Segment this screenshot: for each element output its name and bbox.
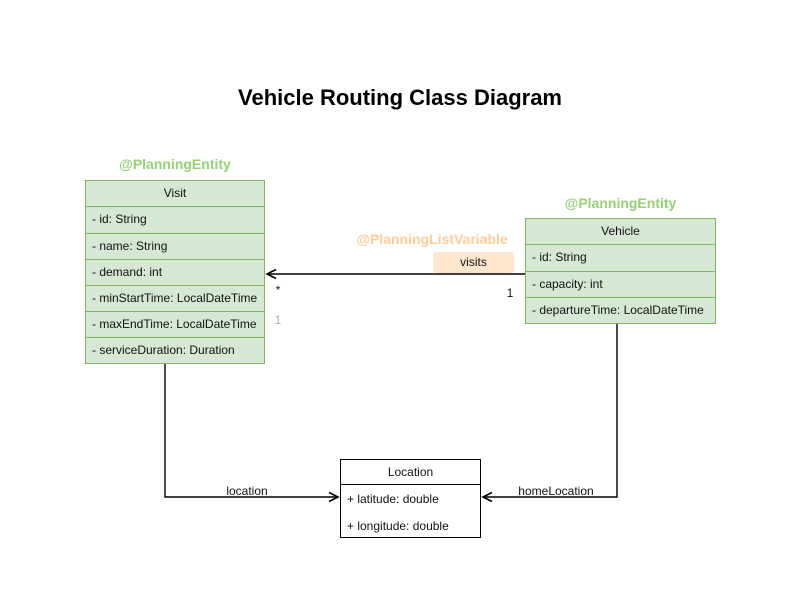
class-visit-attribute: - minStartTime: LocalDateTime <box>86 285 264 311</box>
edge-vehicle-homelocation <box>483 322 618 497</box>
class-visit: Visit - id: String - name: String - dema… <box>85 180 265 364</box>
class-location-attribute: + latitude: double <box>347 492 439 506</box>
multiplicity-secondary: 1 <box>274 313 282 327</box>
class-vehicle-attribute: - id: String <box>532 250 587 264</box>
class-visit-attribute: - name: String <box>86 233 264 259</box>
class-location: Location + latitude: double + longitude:… <box>340 459 481 538</box>
class-visit-name: Visit <box>86 181 264 207</box>
class-location-name: Location <box>341 460 480 485</box>
planning-list-variable-annotation: @PlanningListVariable <box>356 231 508 247</box>
visits-edge-label: visits <box>433 252 514 273</box>
class-visit-attribute: - id: String <box>92 212 147 226</box>
class-location-attributes: + latitude: double + longitude: double <box>341 485 480 540</box>
class-vehicle-name: Vehicle <box>526 219 715 245</box>
class-visit-attribute: - maxEndTime: LocalDateTime <box>86 311 264 337</box>
edge-visit-location <box>164 362 338 497</box>
class-visit-attribute: - serviceDuration: Duration <box>86 337 264 363</box>
class-vehicle-attribute: - departureTime: LocalDateTime <box>526 297 715 323</box>
homelocation-edge-label: homeLocation <box>518 484 594 498</box>
class-vehicle: Vehicle - id: String - capacity: int - d… <box>525 218 716 324</box>
diagram-title: Vehicle Routing Class Diagram <box>238 85 562 110</box>
location-edge-label: location <box>226 484 268 498</box>
class-visit-attribute: - demand: int <box>86 259 264 285</box>
multiplicity-vehicle-end: 1 <box>506 286 514 300</box>
vehicle-planning-entity-annotation: @PlanningEntity <box>564 195 677 211</box>
visit-planning-entity-annotation: @PlanningEntity <box>119 156 231 172</box>
class-location-attribute: + longitude: double <box>347 519 449 533</box>
class-vehicle-attribute: - capacity: int <box>526 271 715 297</box>
multiplicity-visit-end: * <box>275 283 281 297</box>
